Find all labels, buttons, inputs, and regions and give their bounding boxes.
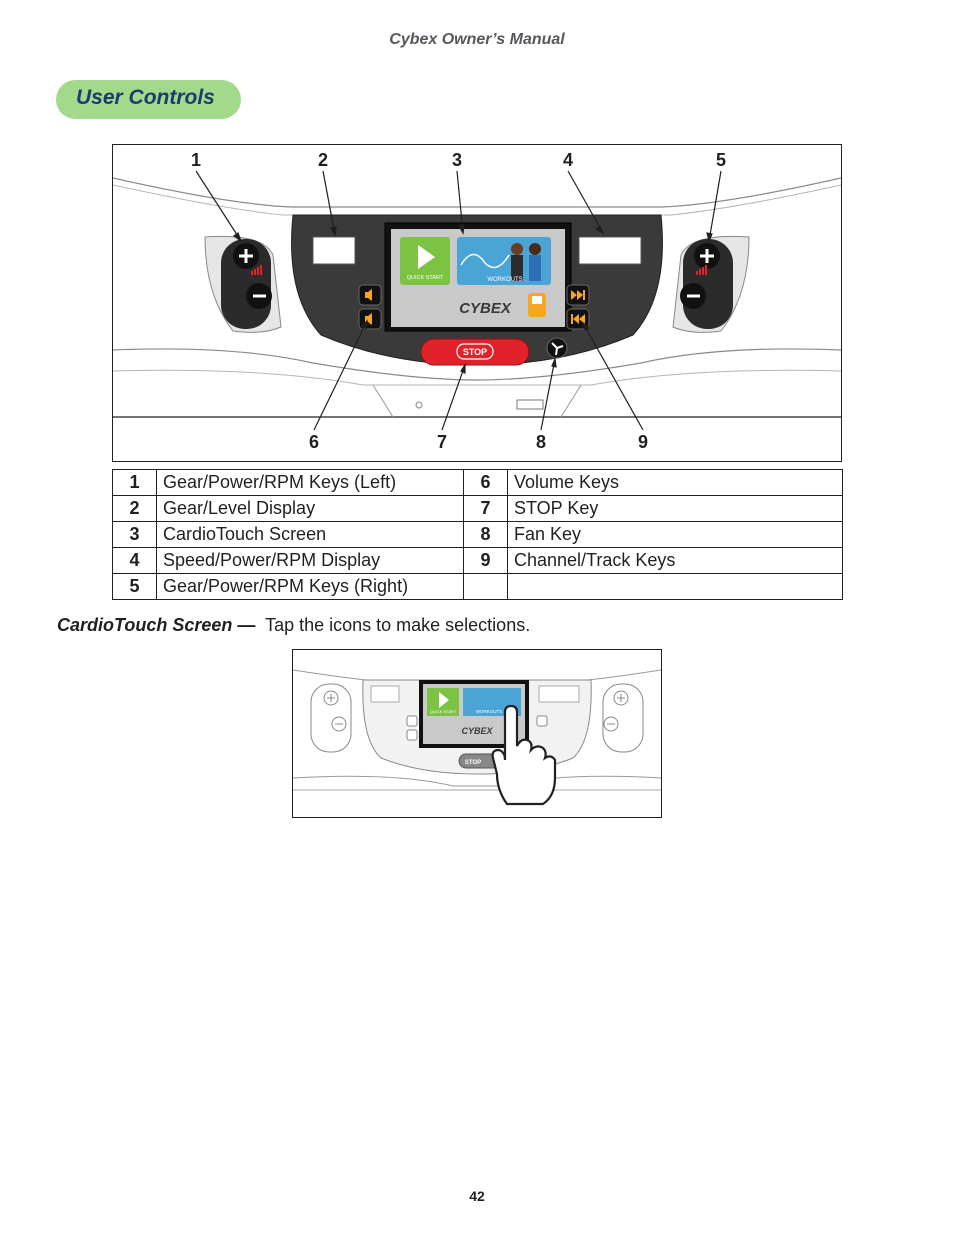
legend-num: 9 [463, 547, 508, 574]
table-row: 2 Gear/Level Display 7 STOP Key [112, 495, 843, 522]
legend-num: 8 [463, 521, 508, 548]
legend-desc: Fan Key [507, 521, 843, 548]
cardiotouch-caption: CardioTouch Screen — Tap the icons to ma… [57, 615, 530, 636]
svg-text:WORKOUTS: WORKOUTS [476, 709, 503, 714]
table-row: 4 Speed/Power/RPM Display 9 Channel/Trac… [112, 547, 843, 574]
running-header: Cybex Owner’s Manual [389, 31, 565, 48]
legend-desc: Gear/Power/RPM Keys (Right) [156, 573, 464, 600]
svg-text:STOP: STOP [463, 347, 487, 357]
legend-num [463, 573, 508, 600]
legend-num: 5 [112, 573, 157, 600]
svg-text:QUICK START: QUICK START [430, 709, 457, 714]
svg-text:STOP: STOP [465, 760, 481, 766]
callout-1: 1 [191, 150, 201, 170]
callout-3: 3 [452, 150, 462, 170]
legend-desc: Gear/Power/RPM Keys (Left) [156, 469, 464, 496]
legend-num: 2 [112, 495, 157, 522]
touch-screen-illustration: QUICK START WORKOUTS CYBEX STOP [292, 649, 662, 818]
legend-num: 6 [463, 469, 508, 496]
console-illustration: QUICK START WORKOUTS CYBEX STOP 1 2 3 4 … [113, 150, 841, 452]
legend-desc [507, 573, 843, 600]
gear-level-display [312, 236, 356, 265]
stop-key [420, 338, 530, 366]
svg-text:QUICK START: QUICK START [407, 275, 444, 281]
callout-2: 2 [318, 150, 328, 170]
legend-num: 3 [112, 521, 157, 548]
svg-text:WORKOUTS: WORKOUTS [487, 277, 522, 283]
legend-table: 1 Gear/Power/RPM Keys (Left) 6 Volume Ke… [112, 469, 843, 600]
section-title: User Controls [76, 86, 215, 109]
legend-num: 4 [112, 547, 157, 574]
caption-lead: CardioTouch Screen — [57, 615, 256, 635]
legend-desc: CardioTouch Screen [156, 521, 464, 548]
caption-text: Tap the icons to make selections. [265, 615, 531, 635]
table-row: 1 Gear/Power/RPM Keys (Left) 6 Volume Ke… [112, 469, 843, 496]
callout-6: 6 [309, 432, 319, 452]
hand-icon [491, 704, 557, 806]
table-row: 3 CardioTouch Screen 8 Fan Key [112, 521, 843, 548]
callout-9: 9 [638, 432, 648, 452]
speed-display [578, 236, 642, 265]
callout-4: 4 [563, 150, 573, 170]
section-title-pill [56, 80, 241, 119]
legend-desc: Gear/Level Display [156, 495, 464, 522]
callout-5: 5 [716, 150, 726, 170]
cybex-logo: CYBEX [459, 300, 512, 317]
page-number: 42 [469, 1188, 485, 1204]
table-row: 5 Gear/Power/RPM Keys (Right) [112, 573, 843, 600]
legend-desc: STOP Key [507, 495, 843, 522]
svg-text:CYBEX: CYBEX [461, 726, 493, 736]
legend-desc: Speed/Power/RPM Display [156, 547, 464, 574]
legend-num: 7 [463, 495, 508, 522]
callout-8: 8 [536, 432, 546, 452]
legend-desc: Channel/Track Keys [507, 547, 843, 574]
legend-num: 1 [112, 469, 157, 496]
legend-desc: Volume Keys [507, 469, 843, 496]
callout-7: 7 [437, 432, 447, 452]
console-diagram: QUICK START WORKOUTS CYBEX STOP 1 2 3 4 … [112, 144, 842, 462]
